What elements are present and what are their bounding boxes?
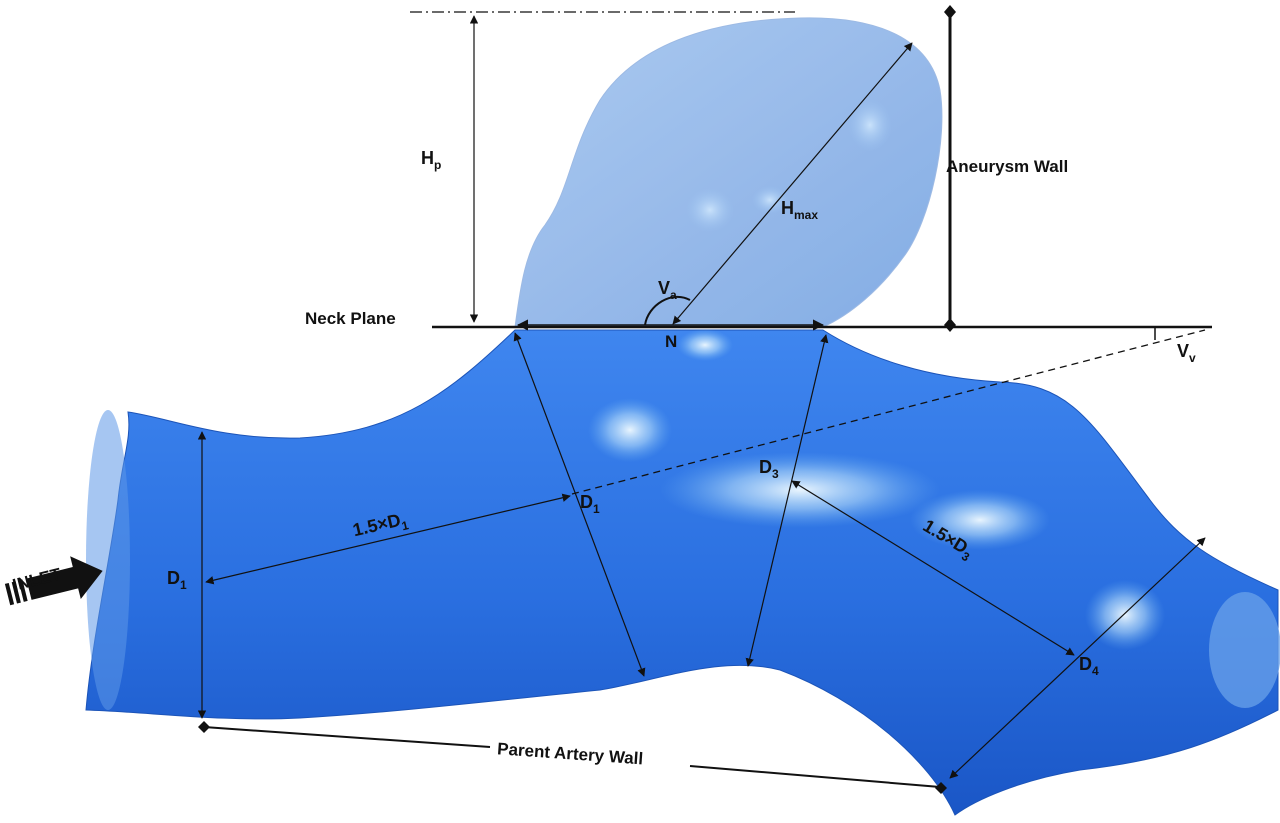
va-label: Va [658, 278, 677, 302]
inlet-face [86, 410, 130, 710]
hmax-label: Hmax [781, 198, 818, 222]
vessel-axis-dashed [571, 329, 1206, 495]
vv-label: Vv [1177, 341, 1196, 365]
hmax-arrow [672, 42, 913, 325]
vessel-highlight [677, 329, 733, 361]
parent-wall-right-marker [935, 782, 947, 794]
d4-arrow [949, 537, 1206, 779]
d1-mid-arrow [513, 332, 646, 677]
parent-artery-wall-line-right [689, 765, 941, 788]
inlet-arrow-icon [4, 556, 103, 606]
neck-plane-label: Neck Plane [305, 309, 396, 328]
va-angle-arc [644, 295, 691, 326]
n-point-label: N [665, 332, 677, 351]
d1-mid-label: D1 [580, 492, 600, 516]
sac-highlight [848, 99, 892, 151]
d1-left-label: D1 [167, 568, 187, 592]
d3-label: D3 [759, 457, 779, 481]
d1-span-arrow [205, 493, 571, 585]
vessel-highlight [660, 452, 940, 528]
aneurysm-wall-top-marker [944, 5, 956, 19]
outlet-face [1209, 592, 1280, 708]
d3-arrow [745, 334, 829, 667]
aneurysm-sac [514, 17, 943, 328]
sac-highlight [686, 188, 734, 232]
parent-artery-vessel [85, 329, 1279, 816]
d4-label: D4 [1079, 654, 1099, 678]
aneurysm-wall-label: Aneurysm Wall [946, 157, 1068, 176]
parent-artery-wall-line-left [203, 726, 491, 748]
hp-label: Hp [421, 148, 441, 172]
parent-artery-wall-label: Parent Artery Wall [497, 739, 644, 768]
parent-wall-left-marker [198, 721, 210, 733]
vessel-highlight [588, 398, 672, 462]
aneurysm-wall-bottom-marker [944, 318, 956, 332]
